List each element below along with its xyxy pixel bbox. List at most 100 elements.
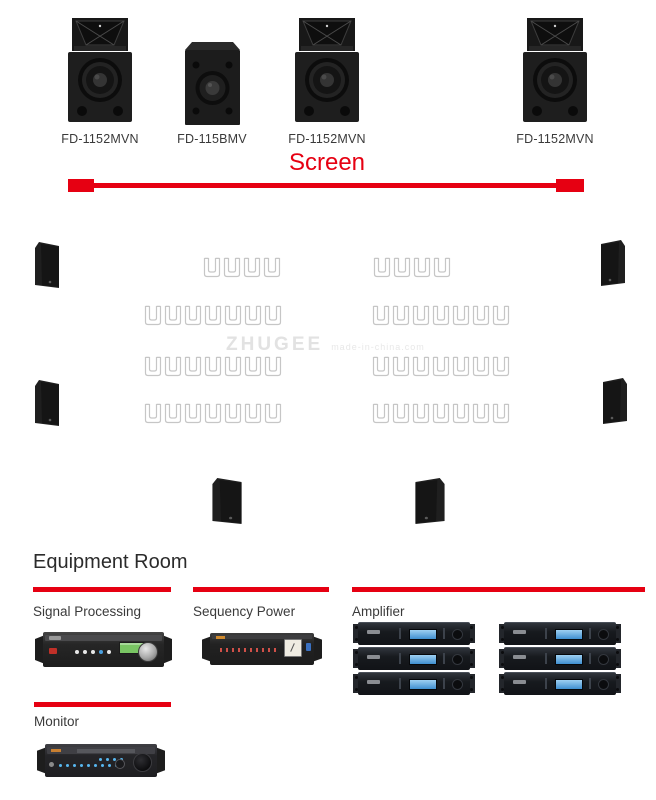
seat-row-3-left <box>144 356 282 377</box>
equipment-room-title: Equipment Room <box>33 551 188 573</box>
watermark: ZHUGEE made-in-china.com <box>226 334 425 356</box>
handle-bar <box>399 653 401 664</box>
rack-ear <box>312 636 322 662</box>
amplifier-unit <box>499 672 621 695</box>
handle-bar <box>399 678 401 689</box>
rack-ear <box>155 747 165 774</box>
seat-icon <box>392 403 410 424</box>
rack-ear <box>468 649 475 668</box>
seat-icon <box>412 356 430 377</box>
seat-icon <box>433 257 451 278</box>
seat-icon <box>144 403 162 424</box>
handle-bar <box>545 653 547 664</box>
seat-icon <box>223 257 241 278</box>
power-knob <box>598 629 609 640</box>
brand-badge <box>51 749 61 752</box>
lcd-display <box>409 679 437 690</box>
seat-icon <box>204 356 222 377</box>
front-panel-strip <box>45 635 162 641</box>
seat-icon <box>392 305 410 326</box>
speaker-model-label: FD-1152MVN <box>288 132 366 146</box>
handle-bar <box>545 678 547 689</box>
seat-icon <box>263 257 281 278</box>
brand-badge <box>513 680 526 684</box>
rack-ear <box>614 649 621 668</box>
side-surround-speaker-icon <box>601 240 625 286</box>
power-knob <box>452 654 463 665</box>
amplifier-unit <box>499 647 621 670</box>
front-speaker-right-icon <box>523 18 587 122</box>
seat-icon <box>472 403 490 424</box>
speaker-model-label: FD-1152MVN <box>516 132 594 146</box>
seat-icon <box>184 356 202 377</box>
watermark-text: ZHUGEE <box>226 334 324 355</box>
brand-badge <box>513 630 526 634</box>
side-surround-speaker-icon <box>603 378 627 424</box>
seat-icon <box>203 257 221 278</box>
seat-icon <box>432 356 450 377</box>
brand-badge <box>49 636 61 640</box>
seat-icon <box>413 257 431 278</box>
rack-ear <box>35 635 45 664</box>
brand-badge <box>367 680 380 684</box>
signal-processor-unit <box>35 632 172 667</box>
handle-bar <box>399 628 401 639</box>
speaker-model-label: FD-1152MVN <box>61 132 139 146</box>
amplifier-unit <box>353 672 475 695</box>
front-panel-strip <box>212 635 312 639</box>
side-surround-speaker-icon <box>35 242 59 288</box>
watermark-subtext: made-in-china.com <box>331 342 425 352</box>
brand-badge <box>367 655 380 659</box>
power-meter <box>284 639 302 657</box>
signal-processing-label: Signal Processing <box>33 604 142 619</box>
seat-row-4-left <box>144 403 282 424</box>
seat-icon <box>244 356 262 377</box>
side-surround-speaker-icon <box>35 380 59 426</box>
screen-label: Screen <box>288 149 366 176</box>
divider-amplifier <box>352 587 645 592</box>
handle-bar <box>589 653 591 664</box>
seat-icon <box>264 305 282 326</box>
handle-bar <box>589 678 591 689</box>
lcd-display <box>555 654 583 665</box>
power-knob <box>598 679 609 690</box>
seat-icon <box>372 356 390 377</box>
seat-row-1-left <box>203 257 281 278</box>
rack-ear <box>162 635 172 664</box>
seat-icon <box>144 356 162 377</box>
button-row <box>75 650 111 654</box>
seat-row-4-right <box>372 403 510 424</box>
handle-bar <box>545 628 547 639</box>
divider-signal-processing <box>33 587 171 592</box>
lcd-display <box>555 679 583 690</box>
seat-icon <box>393 257 411 278</box>
seat-icon <box>204 305 222 326</box>
seat-icon <box>412 305 430 326</box>
seat-icon <box>224 403 242 424</box>
led-row <box>59 764 118 767</box>
power-knob <box>452 629 463 640</box>
seat-icon <box>244 305 262 326</box>
power-button <box>49 648 57 654</box>
amplifier-unit <box>353 647 475 670</box>
brand-badge <box>513 655 526 659</box>
led-row <box>220 648 280 652</box>
small-knob <box>115 759 125 769</box>
front-speaker-left-icon <box>68 18 132 122</box>
screen-line <box>94 183 556 188</box>
seat-row-1-right <box>373 257 451 278</box>
monitor-unit <box>37 744 165 777</box>
handle-bar <box>443 678 445 689</box>
lcd-display <box>409 629 437 640</box>
seat-icon <box>184 403 202 424</box>
screen-bar-right-end <box>556 179 584 192</box>
rack-ear <box>202 636 212 662</box>
seat-icon <box>224 356 242 377</box>
power-knob <box>452 679 463 690</box>
handle-bar <box>443 628 445 639</box>
handle-bar <box>443 653 445 664</box>
power-knob <box>598 654 609 665</box>
brand-badge <box>216 636 225 639</box>
rack-ear <box>353 674 360 693</box>
